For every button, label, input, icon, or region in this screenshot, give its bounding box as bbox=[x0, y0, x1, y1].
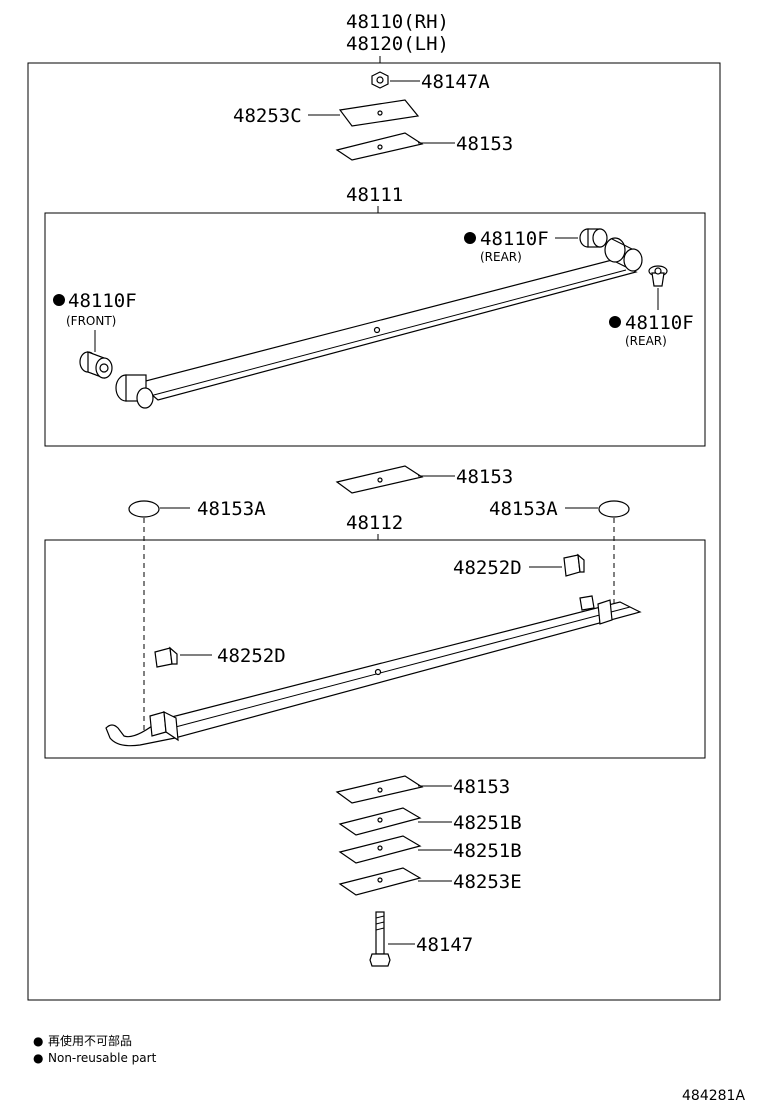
seat-48153-bottom[interactable] bbox=[335, 775, 424, 804]
assembly-rh-label: 48110(RH) bbox=[346, 11, 449, 33]
main-leaf-spring[interactable] bbox=[115, 237, 643, 409]
pad-48153a-left[interactable] bbox=[128, 500, 160, 518]
label-48147a: 48147A bbox=[421, 71, 490, 93]
label-48112: 48112 bbox=[346, 512, 403, 534]
diagram-code: 484281A bbox=[682, 1088, 745, 1104]
label-48110f-rear-lower: 48110F bbox=[625, 312, 694, 334]
label-48153-bottom: 48153 bbox=[453, 776, 510, 798]
plate-48253c[interactable] bbox=[338, 99, 420, 127]
nut-48147a[interactable] bbox=[371, 71, 389, 89]
assembly-lh-label: 48120(LH) bbox=[346, 33, 449, 55]
spacer-48251b-1[interactable] bbox=[338, 807, 422, 836]
non-reusable-marker bbox=[53, 294, 65, 306]
bushing-rear-lower[interactable] bbox=[648, 265, 668, 287]
label-48110f-front: 48110F bbox=[68, 290, 137, 312]
label-48251b-2: 48251B bbox=[453, 840, 522, 862]
bushing-front[interactable] bbox=[79, 351, 113, 379]
label-48251b-1: 48251B bbox=[453, 812, 522, 834]
note-front: (FRONT) bbox=[66, 314, 116, 328]
label-48153-top: 48153 bbox=[456, 133, 513, 155]
label-48252d-lower: 48252D bbox=[217, 645, 286, 667]
spacer-48251b-2[interactable] bbox=[338, 835, 422, 864]
note-rear-upper: (REAR) bbox=[480, 250, 522, 264]
label-48110f-rear-upper: 48110F bbox=[480, 228, 549, 250]
bolt-48147[interactable] bbox=[369, 911, 391, 967]
legend-text-en: Non-reusable part bbox=[48, 1051, 157, 1065]
label-48111: 48111 bbox=[346, 184, 403, 206]
clip-48252d-lower[interactable] bbox=[154, 646, 178, 668]
second-leaf-frame bbox=[44, 539, 706, 759]
clip-48252d-upper[interactable] bbox=[563, 553, 585, 577]
non-reusable-marker bbox=[464, 232, 476, 244]
plate-48253e[interactable] bbox=[338, 867, 422, 896]
outer-frame bbox=[27, 62, 721, 1001]
label-48153a-left: 48153A bbox=[197, 498, 266, 520]
legend-symbol-jp: ● bbox=[33, 1034, 43, 1048]
legend-symbol-en: ● bbox=[33, 1051, 43, 1065]
label-48153a-right: 48153A bbox=[489, 498, 558, 520]
note-rear-lower: (REAR) bbox=[625, 334, 667, 348]
label-48253c: 48253C bbox=[233, 105, 302, 127]
label-48153-mid: 48153 bbox=[456, 466, 513, 488]
second-leaf-spring[interactable] bbox=[105, 595, 642, 747]
main-leaf-frame bbox=[44, 212, 706, 447]
seat-48153-mid[interactable] bbox=[335, 465, 424, 494]
non-reusable-marker bbox=[609, 316, 621, 328]
pad-48153a-right[interactable] bbox=[598, 500, 630, 518]
label-48253e: 48253E bbox=[453, 871, 522, 893]
legend-text-jp: 再使用不可部品 bbox=[48, 1033, 132, 1048]
label-48147: 48147 bbox=[416, 934, 473, 956]
seat-48153-top[interactable] bbox=[335, 132, 424, 161]
label-48252d-upper: 48252D bbox=[453, 557, 522, 579]
bushing-rear-upper[interactable] bbox=[579, 228, 608, 248]
